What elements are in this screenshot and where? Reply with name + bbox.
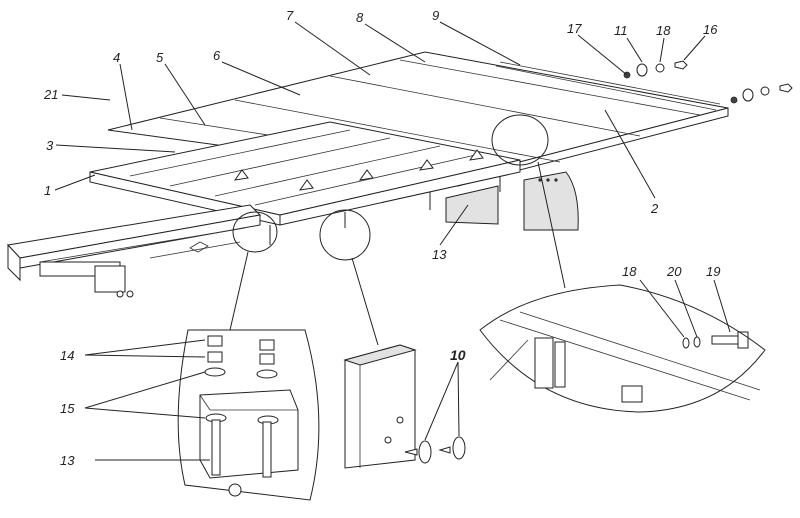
callout-16: 16 (703, 22, 718, 37)
callout-13-detail: 13 (60, 453, 75, 468)
chassis (7, 204, 262, 298)
detail-rail-section (479, 284, 766, 413)
callout-18-right: 18 (622, 264, 637, 279)
callout-21: 21 (43, 87, 58, 102)
bolt-assembly-right (682, 331, 749, 349)
callout-labels: 21 4 5 6 7 8 9 3 1 2 13 17 11 18 16 18 2… (43, 8, 720, 468)
small-parts-top (623, 60, 793, 104)
side-guards (445, 171, 579, 231)
callout-8: 8 (356, 10, 364, 25)
callout-11: 11 (614, 23, 628, 38)
callout-6: 6 (213, 48, 221, 63)
callout-20: 20 (666, 264, 682, 279)
callout-5: 5 (156, 50, 164, 65)
callout-7: 7 (286, 8, 294, 23)
callout-4: 4 (113, 50, 120, 65)
callout-15: 15 (60, 401, 75, 416)
detail-markers (229, 114, 566, 346)
callout-3: 3 (46, 138, 54, 153)
callout-14: 14 (60, 348, 74, 363)
callout-9: 9 (432, 8, 439, 23)
callout-2: 2 (650, 201, 659, 216)
callout-13-main: 13 (432, 247, 447, 262)
detail-guard-plate (343, 344, 466, 469)
callout-19: 19 (706, 264, 720, 279)
callout-1: 1 (44, 183, 51, 198)
detail-mount-bolts (177, 329, 320, 501)
callout-10: 10 (450, 347, 466, 363)
leader-lines (54, 21, 731, 461)
callout-17: 17 (567, 21, 582, 36)
callout-18-top: 18 (656, 23, 671, 38)
